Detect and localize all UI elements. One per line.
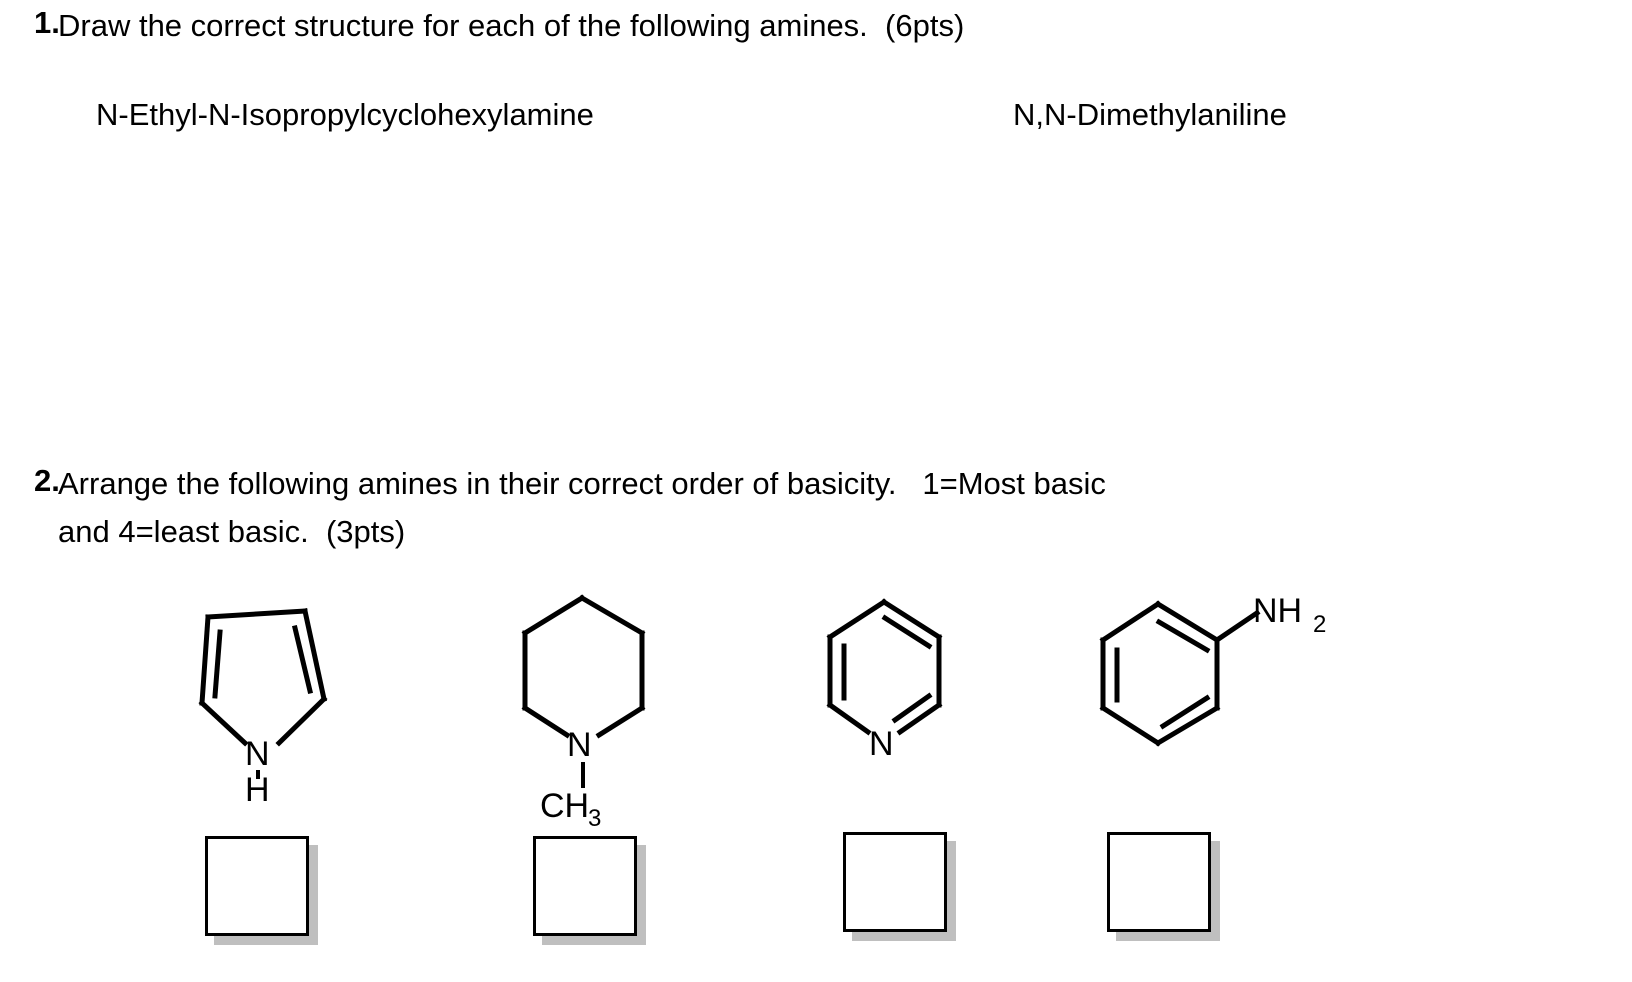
structure-pyrrole: N H [178, 580, 353, 809]
compound-name-2: N,N-Dimethylaniline [1013, 97, 1287, 132]
answer-box-row [0, 830, 1632, 950]
question-1: 1. Draw the correct structure for each o… [0, 2, 1450, 50]
structure-pyridine: N [812, 580, 972, 780]
pyrrole-n-label: N [245, 735, 270, 773]
structure-n-methylpiperidine: N CH 3 [505, 580, 680, 832]
structure-row: N H N [0, 580, 1632, 832]
aniline-nh-label: NH [1253, 592, 1302, 630]
question-1-text: Draw the correct structure for each of t… [58, 8, 965, 43]
answer-box-n-methylpiperidine[interactable] [533, 836, 637, 936]
question-2-text: Arrange the following amines in their co… [58, 466, 1106, 549]
piperidine-methyl-subscript: 3 [588, 805, 601, 832]
answer-box-pyrrole[interactable] [205, 836, 309, 936]
question-2-number: 2. [34, 463, 60, 498]
answer-box-aniline[interactable] [1107, 832, 1211, 932]
pyridine-n-label: N [869, 725, 894, 763]
compound-name-row: N-Ethyl-N-Isopropylcyclohexylamine N,N-D… [0, 92, 1632, 138]
question-2: 2. Arrange the following amines in their… [0, 460, 1480, 556]
question-1-number: 1. [34, 5, 60, 40]
answer-box-pyridine[interactable] [843, 832, 947, 932]
compound-name-1: N-Ethyl-N-Isopropylcyclohexylamine [96, 97, 594, 132]
piperidine-methyl-label: CH [540, 787, 589, 825]
structure-aniline: NH 2 [1085, 580, 1345, 780]
aniline-nh-subscript: 2 [1313, 611, 1326, 638]
piperidine-n-label: N [567, 726, 592, 764]
